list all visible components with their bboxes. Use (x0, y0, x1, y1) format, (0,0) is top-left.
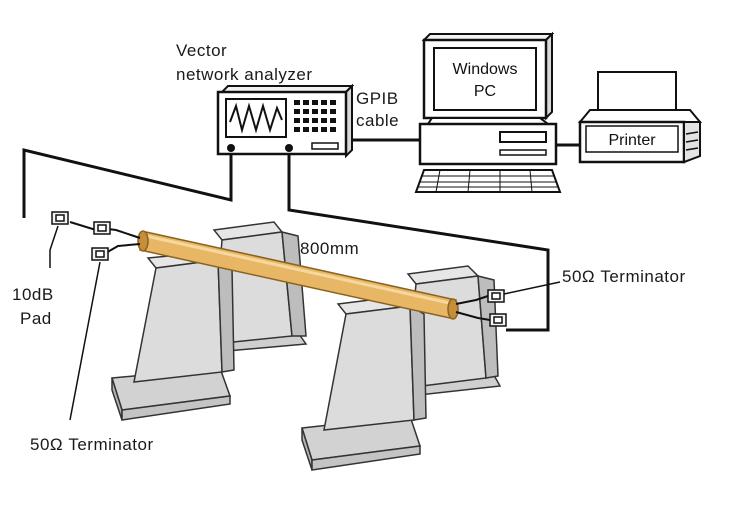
stand-front-left (111, 251, 235, 421)
pc-label-line2: PC (474, 83, 496, 100)
vna-label-line1: Vector (176, 41, 227, 60)
left-terminator-label: 50Ω Terminator (30, 435, 154, 454)
right-connectors (455, 289, 507, 327)
windows-pc (414, 31, 562, 193)
right-port-connector (489, 313, 507, 327)
left-terminator-leader (69, 261, 101, 421)
connection-wires (22, 138, 582, 332)
left-mid-connector (93, 221, 111, 235)
printer-label: Printer (608, 132, 656, 149)
pad-connector (51, 211, 69, 225)
vector-network-analyzer (216, 83, 355, 159)
vna-keypad (294, 100, 336, 132)
right-terminator-label: 50Ω Terminator (562, 267, 686, 286)
gpib-label-line2: cable (356, 111, 399, 130)
leader-lines (49, 225, 561, 421)
right-terminator-leader (503, 281, 561, 295)
gpib-label-line1: GPIB (356, 89, 399, 108)
length-label: 800mm (300, 239, 359, 258)
left-terminator-connector (91, 247, 109, 261)
waveform-icon (229, 102, 283, 134)
support-stands (111, 221, 502, 471)
pad-label-line1: 10dB (12, 285, 54, 304)
right-terminator-connector (487, 289, 505, 303)
vna-port2-wire (287, 150, 550, 332)
printer (577, 71, 703, 164)
pad-leader (49, 225, 59, 268)
vna-port-2 (285, 144, 293, 152)
cable-under-test (137, 230, 459, 320)
vna-label-line2: network analyzer (176, 65, 313, 84)
pc-base-unit (418, 122, 558, 166)
vna-port-1 (227, 144, 235, 152)
pad-label-line2: Pad (20, 309, 52, 328)
stand-front-right (301, 295, 427, 471)
pc-label-line1: Windows (453, 61, 518, 78)
monitor-screen (433, 47, 537, 111)
left-connectors (51, 211, 141, 261)
vna-port1-wire (22, 148, 233, 218)
printer-paper (597, 71, 677, 111)
